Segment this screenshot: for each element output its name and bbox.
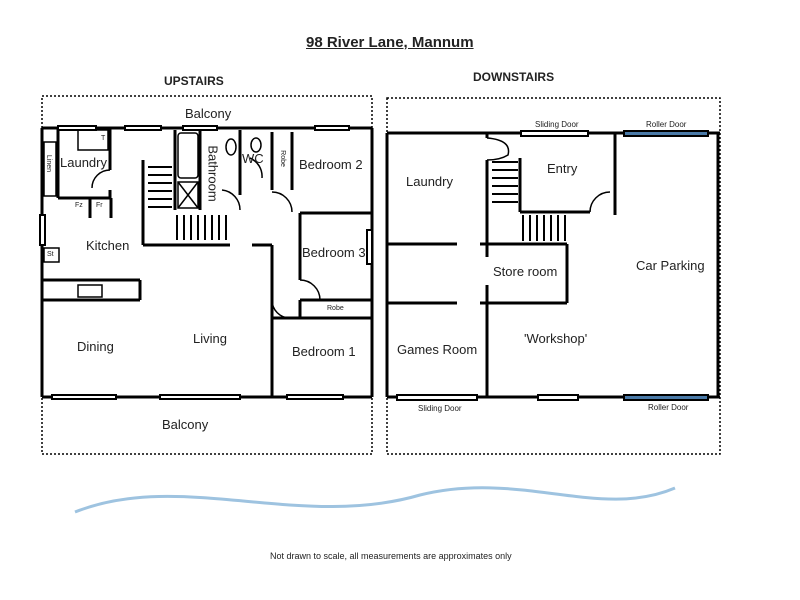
room-dining: Dining <box>77 339 114 354</box>
balcony-outlines <box>41 95 721 455</box>
room-bedroom-3: Bedroom 3 <box>302 245 366 260</box>
label-linen: Linen <box>45 154 53 173</box>
label-sliding-door-top: Sliding Door <box>535 120 579 129</box>
room-laundry-down: Laundry <box>406 174 453 189</box>
room-wc: WC <box>242 151 264 166</box>
label-robe-bedroom-2: Robe <box>278 150 286 167</box>
room-bedroom-2: Bedroom 2 <box>299 157 363 172</box>
label-fridge: Fr <box>96 202 103 209</box>
downstairs-heading: DOWNSTAIRS <box>473 70 555 84</box>
river-line <box>74 486 676 514</box>
page-title: 98 River Lane, Mannum <box>306 34 474 51</box>
label-roller-door-top: Roller Door <box>646 120 687 129</box>
room-workshop: 'Workshop' <box>524 331 588 346</box>
downstairs-doors <box>396 130 709 401</box>
room-entry: Entry <box>547 161 578 176</box>
room-bathroom: Bathroom <box>205 145 221 202</box>
room-car-parking: Car Parking <box>636 258 705 273</box>
label-sliding-door-bottom: Sliding Door <box>418 404 462 413</box>
label-storage: St <box>47 251 54 258</box>
room-kitchen: Kitchen <box>86 238 130 253</box>
upstairs-windows <box>39 125 373 400</box>
label-roller-door-bottom: Roller Door <box>648 403 689 412</box>
room-balcony-bottom: Balcony <box>162 417 209 432</box>
downstairs-stairs <box>486 137 611 241</box>
upstairs-stairs <box>148 166 227 240</box>
label-toilet: T <box>101 135 106 142</box>
room-games-room: Games Room <box>397 342 478 357</box>
label-freezer: Fz <box>75 202 83 209</box>
room-laundry-up: Laundry <box>60 155 107 170</box>
upstairs-fixtures <box>43 129 321 319</box>
room-bedroom-1: Bedroom 1 <box>292 344 356 359</box>
footnote: Not drawn to scale, all measurements are… <box>270 551 512 561</box>
room-balcony-top: Balcony <box>185 106 232 121</box>
label-robe-bedroom-1: Robe <box>327 305 344 312</box>
upstairs-heading: UPSTAIRS <box>164 74 224 88</box>
room-store-room: Store room <box>493 264 558 279</box>
room-living: Living <box>193 331 227 346</box>
